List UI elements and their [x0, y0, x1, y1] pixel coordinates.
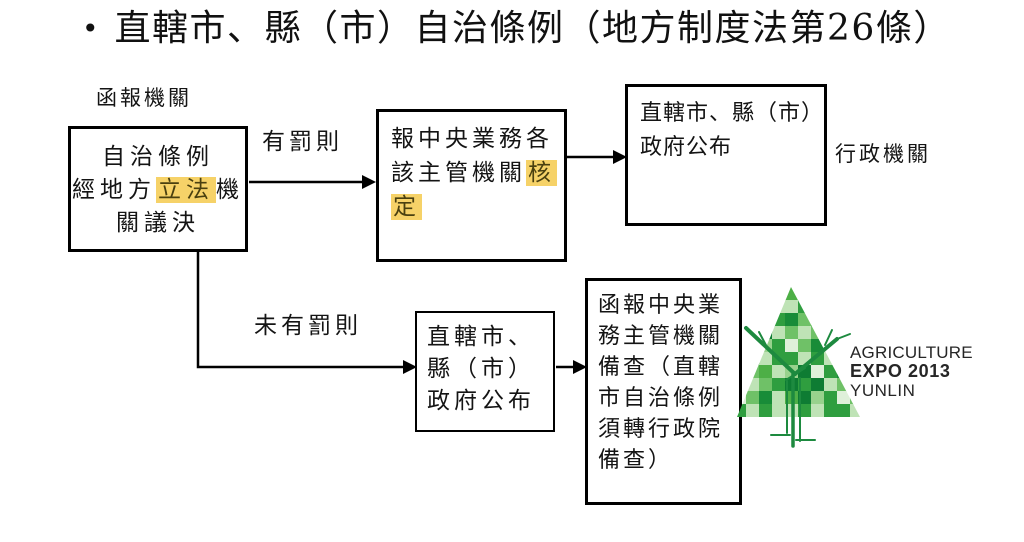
- box-line: 政府公布: [640, 135, 733, 160]
- box-line: 政府公布: [427, 388, 535, 414]
- expo-2013-yunlin-logo: AGRICULTURE EXPO 2013 YUNLIN: [733, 283, 1018, 468]
- page-title: 直轄市、縣（市）自治條例（地方制度法第26條）: [114, 8, 951, 49]
- text-segment: 機: [216, 177, 244, 203]
- flow-box-resolution: 自治條例 經地方立法機 關議決: [68, 126, 248, 252]
- label-executive-agency: 行政機關: [835, 142, 931, 166]
- arrowhead-icon: [362, 175, 376, 189]
- label-reporting-agency: 函報機關: [96, 86, 192, 110]
- box-line: 經地方立法機: [71, 174, 245, 207]
- box-line: 備查）: [598, 448, 674, 473]
- box-line: 直轄市、: [427, 324, 535, 350]
- logo-line-yunlin: YUNLIN: [850, 381, 916, 400]
- flow-box-record: 函報中央業 務主管機關 備查（直轄 市自治條例 須轉行政院 備查）: [585, 278, 742, 505]
- box-line: 自治條例: [71, 141, 245, 174]
- box-line: 須轉行政院: [598, 417, 724, 442]
- flow-box-promulgate-penalty: 直轄市、縣（市） 政府公布: [625, 84, 827, 226]
- highlight-approval: 核: [526, 160, 557, 186]
- box-line: 縣（市）: [427, 356, 535, 382]
- box-line: 該主管機關核: [391, 156, 557, 190]
- box-line: 定: [391, 190, 552, 224]
- logo-line-expo-2013: EXPO 2013: [850, 361, 951, 381]
- text-segment: 關議決: [116, 210, 200, 236]
- flow-box-promulgate-no-penalty: 直轄市、 縣（市） 政府公布: [415, 311, 555, 432]
- text-segment: 該主管機關: [391, 160, 526, 186]
- logo-wordmark: AGRICULTURE EXPO 2013 YUNLIN: [850, 343, 973, 400]
- text-segment: 自治條例: [102, 144, 214, 170]
- logo-line-agriculture: AGRICULTURE: [850, 343, 973, 362]
- box-line: 直轄市、縣（市）: [640, 101, 825, 126]
- box-line: 市自治條例: [598, 386, 724, 411]
- box-line: 備查（直轄: [598, 355, 724, 380]
- bullet-icon: •: [82, 12, 99, 45]
- box-line: 關議決: [71, 207, 245, 240]
- highlight-legislation: 立法: [156, 177, 216, 203]
- box-line: 務主管機關: [598, 324, 724, 349]
- slide-title-row: • 直轄市、縣（市）自治條例（地方制度法第26條）: [82, 4, 951, 54]
- logo-tree-mark-icon: [737, 287, 860, 448]
- highlight-approval: 定: [391, 194, 422, 220]
- text-segment: 經地方: [72, 177, 156, 203]
- box-line: 報中央業務各: [391, 122, 552, 156]
- label-without-penalty: 未有罰則: [254, 313, 362, 339]
- flow-box-central-approval: 報中央業務各 該主管機關核 定: [376, 109, 567, 262]
- box-line: 函報中央業: [598, 293, 724, 318]
- label-with-penalty: 有罰則: [262, 129, 343, 155]
- text-segment: 報中央業務各: [391, 126, 553, 152]
